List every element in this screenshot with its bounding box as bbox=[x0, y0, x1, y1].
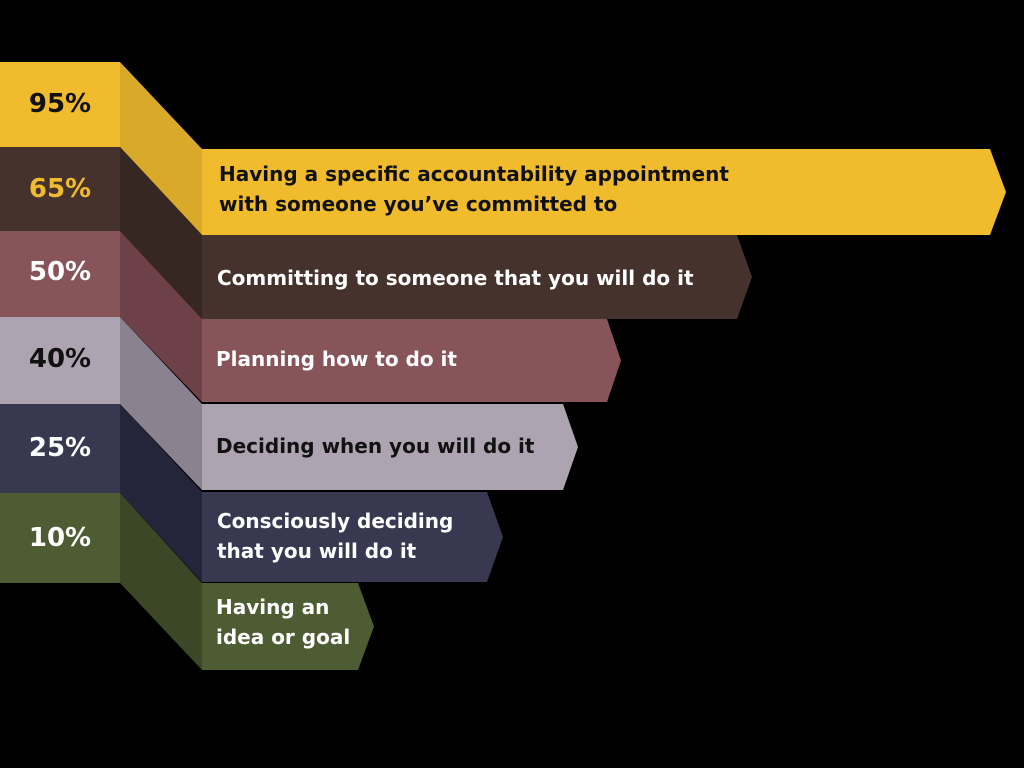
tier-1-label: Having a specific accountability appoint… bbox=[219, 159, 729, 219]
tier-1-percent: 95% bbox=[28, 89, 92, 119]
tier-3-tab bbox=[0, 231, 120, 317]
tier-5-percent: 25% bbox=[28, 433, 92, 463]
tier-2-arrow bbox=[202, 235, 752, 319]
tier-5-arrow bbox=[202, 492, 503, 582]
tier-2-percent: 65% bbox=[28, 174, 92, 204]
tier-6-percent: 10% bbox=[28, 523, 92, 553]
tier-3-label: Planning how to do it bbox=[216, 344, 457, 374]
tier-3-label-line-1: Planning how to do it bbox=[216, 347, 457, 371]
tier-5-label: Consciously deciding that you will do it bbox=[217, 506, 453, 566]
tier-6-tab bbox=[0, 493, 120, 583]
tier-2-fold bbox=[120, 147, 202, 319]
tier-5-label-line-2: that you will do it bbox=[217, 539, 417, 563]
tier-1-fold bbox=[120, 62, 202, 235]
tier-6-arrow bbox=[202, 583, 374, 670]
tier-1-label-line-2: with someone you’ve committed to bbox=[219, 192, 618, 216]
tier-5-fold bbox=[120, 404, 202, 582]
tier-4-label-line-1: Deciding when you will do it bbox=[216, 434, 535, 458]
tier-6-label: Having an idea or goal bbox=[216, 592, 350, 652]
tier-2-label-line-1: Committing to someone that you will do i… bbox=[217, 266, 694, 290]
tier-4-fold bbox=[120, 317, 202, 490]
tier-4-arrow bbox=[202, 404, 578, 490]
tier-4-label: Deciding when you will do it bbox=[216, 431, 534, 461]
tier-2-label: Committing to someone that you will do i… bbox=[217, 263, 694, 293]
tier-3-percent: 50% bbox=[28, 257, 92, 287]
tier-1-tab bbox=[0, 62, 120, 147]
tier-6-label-line-2: idea or goal bbox=[216, 625, 351, 649]
tier-4-percent: 40% bbox=[28, 344, 92, 374]
tier-6-fold bbox=[120, 493, 202, 670]
tier-2-tab bbox=[0, 147, 120, 231]
tier-1-label-line-1: Having a specific accountability appoint… bbox=[219, 162, 729, 186]
tier-4-tab bbox=[0, 317, 120, 404]
tier-3-arrow bbox=[202, 319, 621, 402]
tier-1-arrow bbox=[202, 149, 1006, 235]
tier-5-label-line-1: Consciously deciding bbox=[217, 509, 454, 533]
tier-5-tab bbox=[0, 404, 120, 493]
tier-6-label-line-1: Having an bbox=[216, 595, 330, 619]
tier-3-fold bbox=[120, 231, 202, 402]
